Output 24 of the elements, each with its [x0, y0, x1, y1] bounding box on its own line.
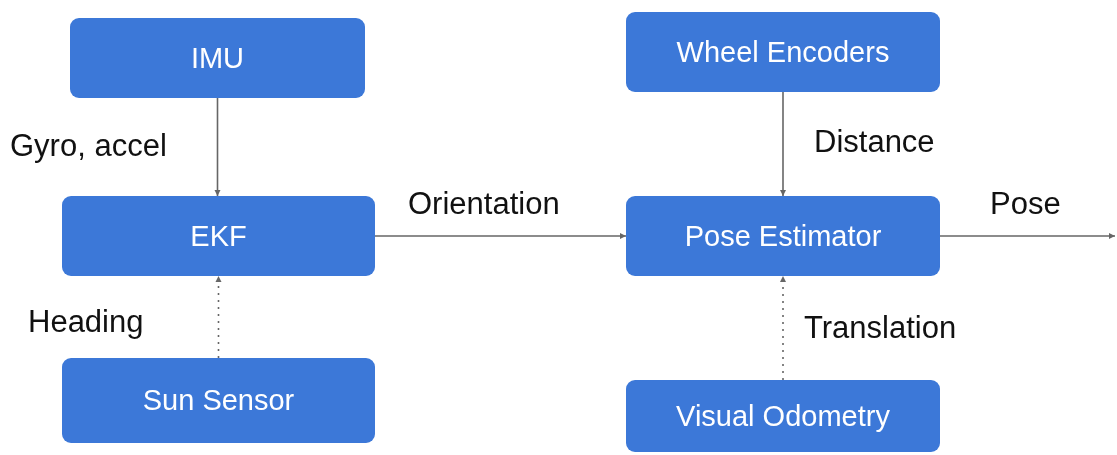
box-label: Visual Odometry	[676, 399, 890, 433]
edge-label: Distance	[814, 124, 935, 160]
process-box	[626, 12, 940, 92]
edge-label: Gyro, accel	[10, 128, 167, 164]
edge-label: Heading	[28, 304, 144, 340]
edge-label: Orientation	[408, 186, 560, 222]
edge-label: Pose	[990, 186, 1061, 222]
process-box	[70, 18, 365, 98]
process-box	[626, 196, 940, 276]
box-label: Pose Estimator	[684, 219, 882, 253]
process-box	[62, 196, 375, 276]
edge-label: Translation	[804, 310, 957, 346]
box-label: Wheel Encoders	[676, 35, 890, 69]
arrow	[939, 233, 1116, 239]
box-label: Sun Sensor	[142, 384, 295, 417]
arrow	[780, 275, 786, 381]
arrow	[215, 275, 222, 359]
box-label: EKF	[190, 219, 247, 253]
arrow	[780, 91, 786, 197]
process-box	[62, 358, 375, 443]
arrow	[214, 97, 221, 197]
process-box	[626, 380, 940, 452]
box-label: IMU	[190, 41, 245, 75]
arrow	[374, 233, 627, 239]
